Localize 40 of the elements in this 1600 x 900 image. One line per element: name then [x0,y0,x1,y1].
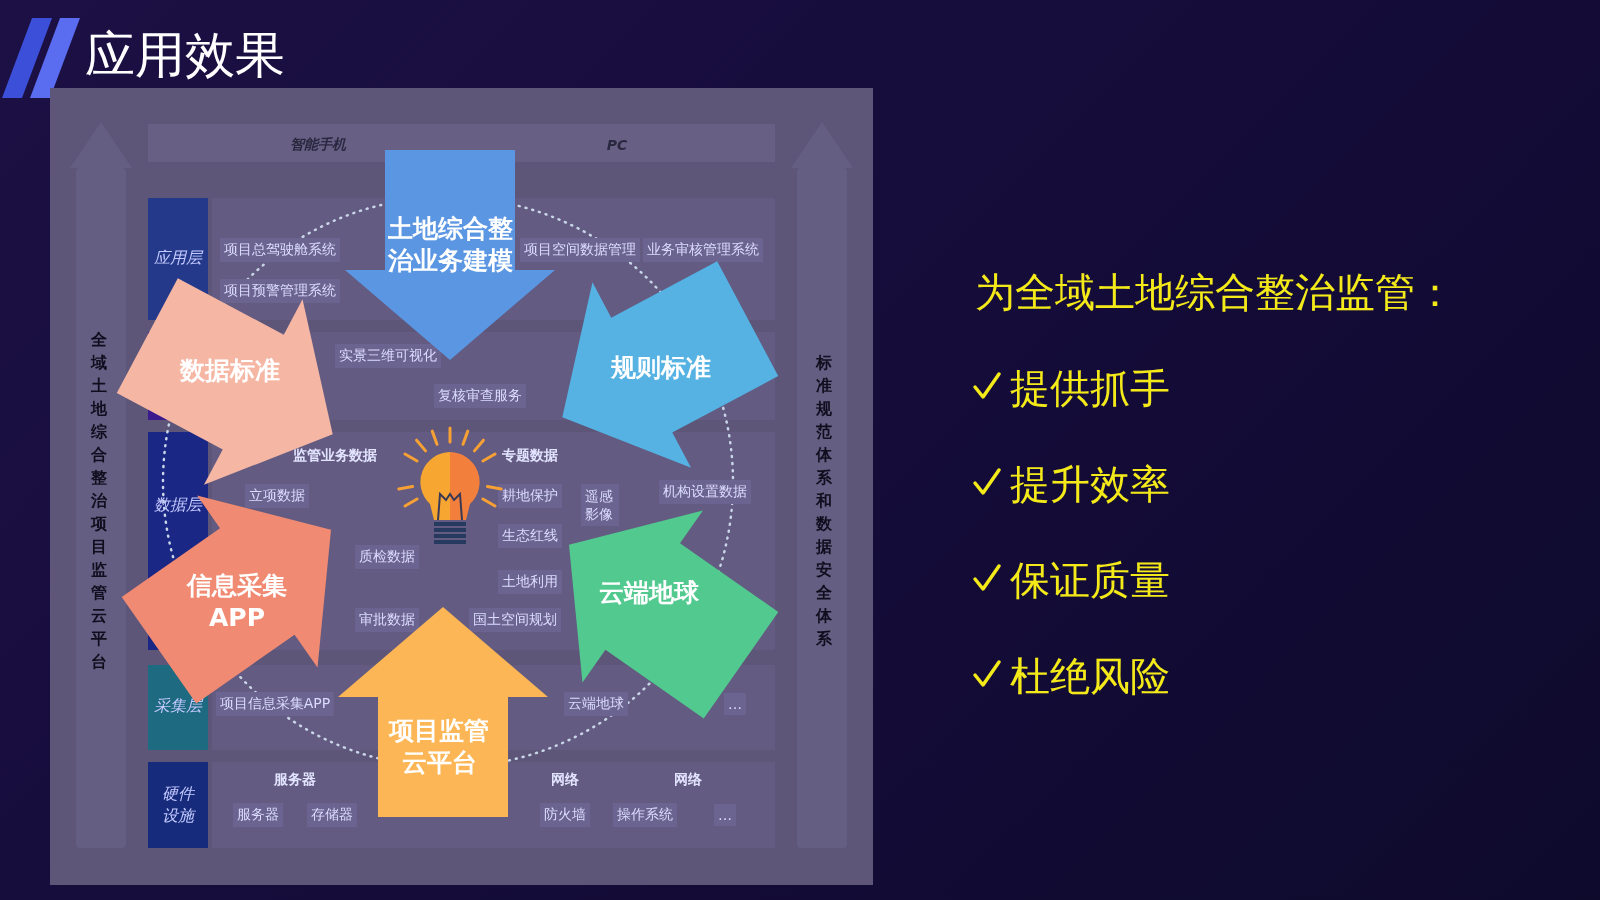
module-label: 立项数据 [245,484,309,508]
benefit-text: 保证质量 [1010,555,1170,605]
module-label: 质检数据 [355,545,419,569]
module-label: 复核审查服务 [434,384,526,408]
device-label: PC [606,137,628,153]
module-label: 存储器 [307,803,357,827]
layer-label: 应用层 [153,247,205,269]
module-label: 生态红线 [498,524,562,548]
module-label: 项目预警管理系统 [220,279,340,303]
group-heading: 专题数据 [502,447,558,465]
module-label: 项目总驾驶舱系统 [220,238,340,262]
module-label: 审批数据 [355,608,419,632]
module-label: … [724,693,746,715]
group-heading: 网络 [674,771,702,789]
module-label: 耕地保护 [498,484,562,508]
module-label: 防火墙 [540,803,590,827]
module-label: … [714,804,736,826]
module-label: 服务器 [233,803,283,827]
device-label: 智能手机 [290,136,346,154]
module-label: 操作系统 [613,803,677,827]
module-label: 实景三维可视化 [335,344,441,368]
module-label: 土地利用 [498,570,562,594]
vertical-caption: 全域土地综合整治项目监管云平台 [90,328,108,673]
title: 应用效果 [85,25,285,86]
benefit-text: 杜绝风险 [1010,651,1170,701]
group-heading: 网络 [551,771,579,789]
group-heading: 监管业务数据 [293,447,377,465]
module-label: 项目空间数据管理 [520,238,640,262]
module-label: 项目信息采集APP [215,692,335,716]
benefit-text: 提升效率 [1010,459,1170,509]
layer-label: 硬件设施 [161,783,195,827]
vertical-caption: 标准规范体系和数据安全体系 [815,351,833,650]
module-label: 业务审核管理系统 [643,238,763,262]
module-label: 遥感影像 [581,484,619,526]
module-label: 云端地球 [564,692,628,716]
module-label: 国土空间规划 [469,608,561,632]
module-label: 机构设置数据 [659,480,751,504]
group-heading: 服务器 [274,771,316,789]
benefit-text: 提供抓手 [1010,363,1170,413]
heading-text: 为全域土地综合整治监管： [975,267,1455,317]
